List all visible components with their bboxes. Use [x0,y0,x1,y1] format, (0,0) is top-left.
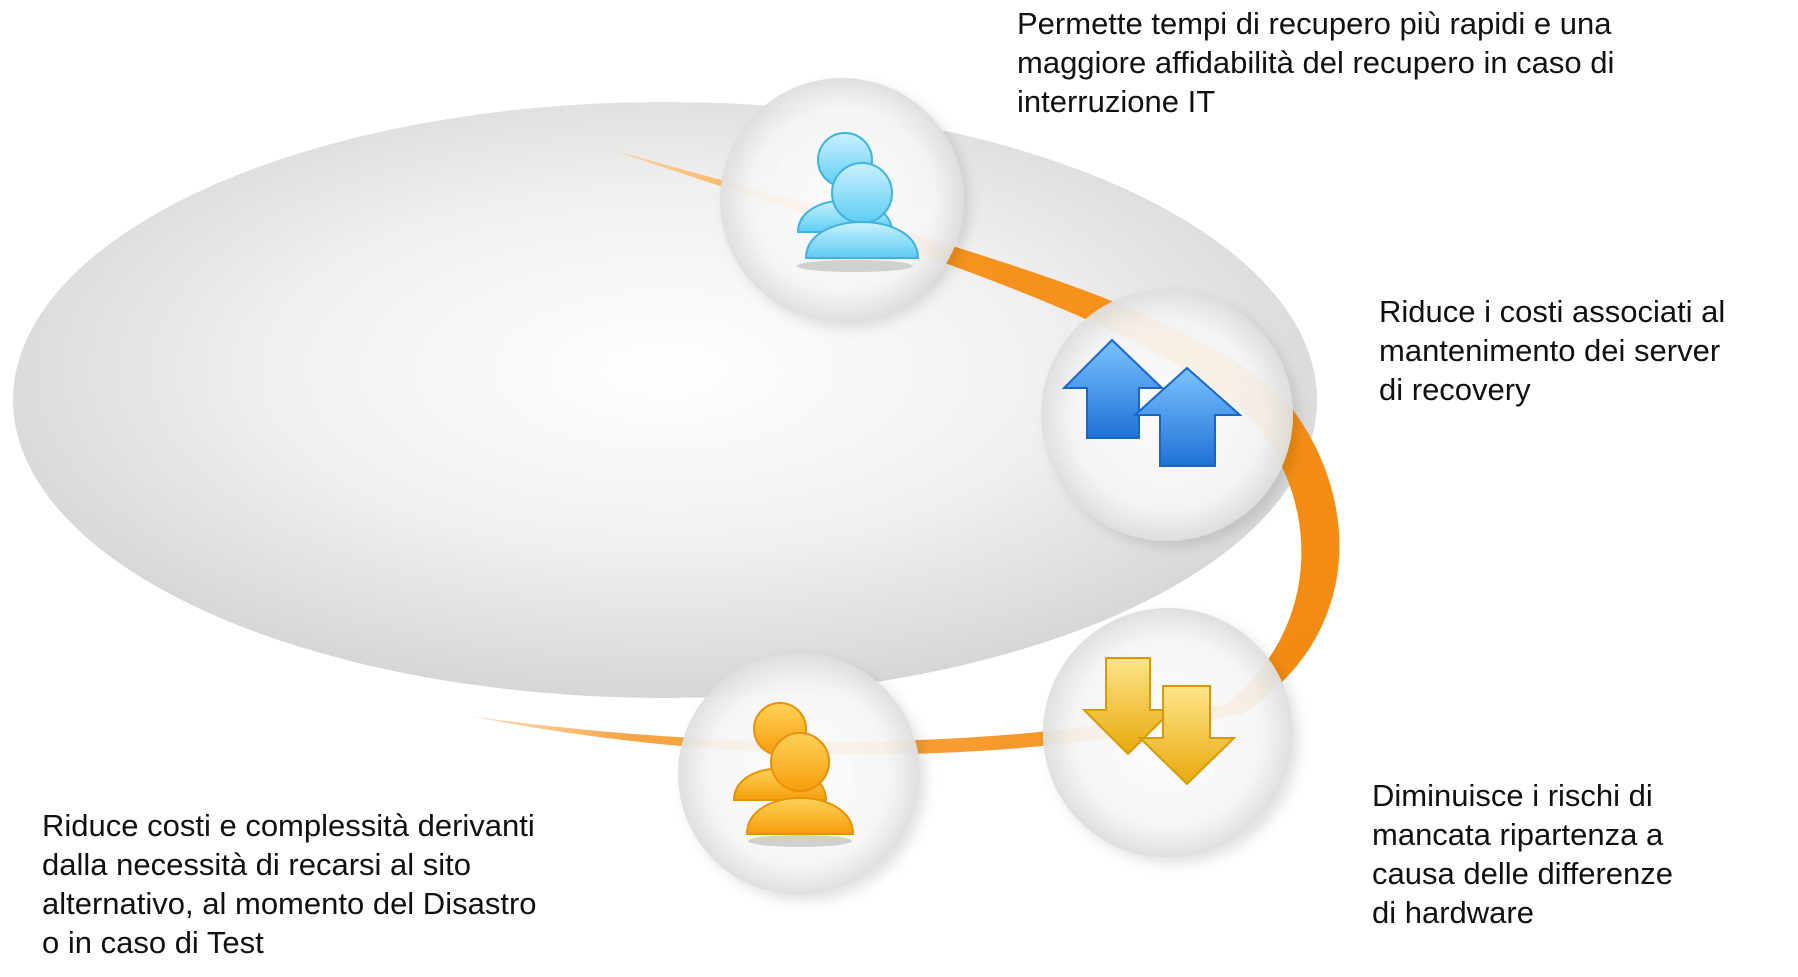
caption-line: dalla necessità di recarsi al sito [42,847,472,882]
users-orange-icon [732,702,855,847]
caption-line: Riduce i costi associati al [1379,294,1726,329]
caption-line: mantenimento dei server [1379,333,1721,368]
users-blue-icon [796,132,920,272]
caption-line: interruzione IT [1017,84,1216,119]
caption-line: maggiore affidabilità del recupero in ca… [1017,45,1615,80]
background-ellipse [13,102,1317,698]
caption-line: mancata ripartenza a [1372,817,1664,852]
caption-line: di hardware [1372,895,1534,930]
caption-line: alternativo, al momento del Disastro [42,886,537,921]
orange-arc-upper [612,150,1340,715]
benefit-caption-server-costs: Riduce i costi associati al mantenimento… [1379,292,1725,409]
benefit-caption-recovery-time: Permette tempi di recupero più rapidi e … [1017,4,1614,121]
caption-line: o in caso di Test [42,925,264,960]
caption-line: Permette tempi di recupero più rapidi e … [1017,6,1612,41]
caption-line: causa delle differenze [1372,856,1674,891]
caption-line: Riduce costi e complessità derivanti [42,808,535,843]
caption-line: Diminuisce i rischi di [1372,778,1653,813]
caption-line: di recovery [1379,372,1531,407]
benefit-caption-site-travel: Riduce costi e complessità derivanti dal… [42,806,537,962]
up-arrows-icon [1061,338,1243,467]
benefit-caption-hardware-risk: Diminuisce i rischi di mancata ripartenz… [1372,776,1673,932]
down-arrows-icon [1081,657,1237,786]
